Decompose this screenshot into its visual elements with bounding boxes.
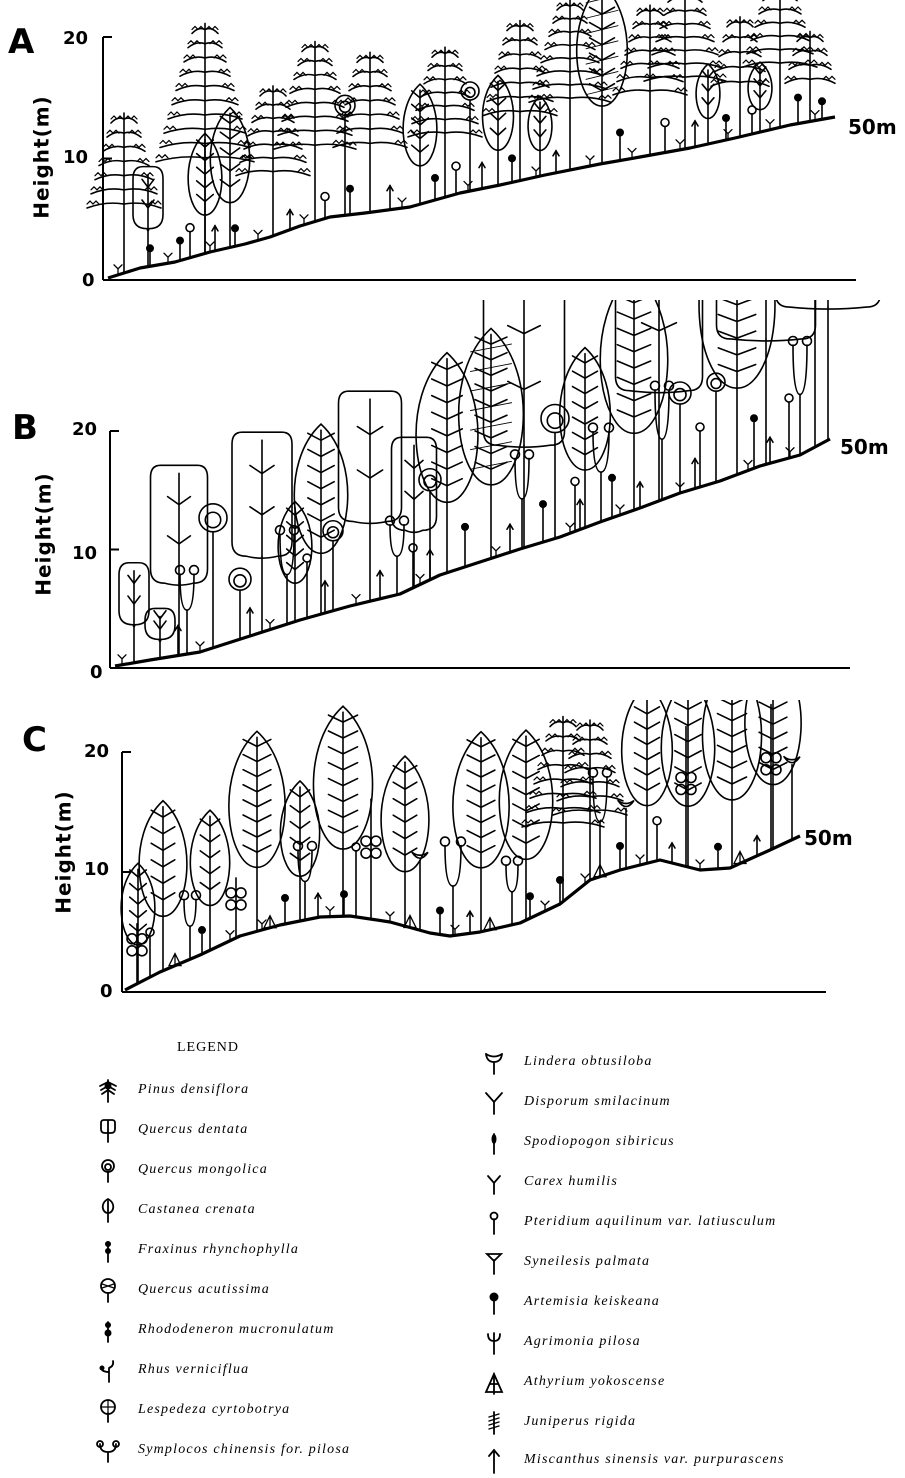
lindera-icon — [482, 1050, 506, 1076]
legend-species-name: Rhododeneron mucronulatum — [138, 1322, 335, 1338]
syneilesis-icon — [482, 1250, 506, 1276]
legend-item: Spodiopogon sibiricus — [482, 1130, 902, 1160]
legend-item: Quercus acutissima — [96, 1278, 516, 1308]
legend-item: Artemisia keiskeana — [482, 1290, 902, 1320]
legend-item: Lespedeza cyrtobotrya — [96, 1398, 516, 1428]
legend-species-name: Lespedeza cyrtobotrya — [138, 1402, 290, 1418]
vegetation-profile-c — [0, 700, 905, 1030]
legend-species-name: Pteridium aquilinum var. latiusculum — [524, 1214, 776, 1230]
legend-item: Agrimonia pilosa — [482, 1330, 902, 1360]
legend-species-name: Symplocos chinensis for. pilosa — [138, 1442, 350, 1458]
legend-item: Lindera obtusiloba — [482, 1050, 902, 1080]
symplocos-icon — [96, 1438, 120, 1464]
legend-species-name: Disporum smilacinum — [524, 1094, 671, 1110]
rhus-icon — [96, 1358, 120, 1384]
legend-species-name: Quercus mongolica — [138, 1162, 268, 1178]
legend-item: Syneilesis palmata — [482, 1250, 902, 1280]
legend-item: Symplocos chinensis for. pilosa — [96, 1438, 516, 1468]
legend-title: LEGEND — [177, 1040, 239, 1056]
legend-item: Miscanthus sinensis var. purpurascens — [482, 1448, 902, 1478]
legend-species-name: Quercus acutissima — [138, 1282, 270, 1298]
legend-item: Quercus dentata — [96, 1118, 516, 1148]
ash-icon — [96, 1238, 120, 1264]
legend-species-name: Fraxinus rhynchophylla — [138, 1242, 299, 1258]
juniper-icon — [482, 1410, 506, 1436]
legend-species-name: Rhus verniciflua — [138, 1362, 249, 1378]
legend-species-name: Spodiopogon sibiricus — [524, 1134, 675, 1150]
legend-item: Athyrium yokoscense — [482, 1370, 902, 1400]
oak-lobed-icon — [96, 1118, 120, 1144]
pteridium-icon — [482, 1210, 506, 1236]
legend-item: Quercus mongolica — [96, 1158, 516, 1188]
legend-species-name: Artemisia keiskeana — [524, 1294, 660, 1310]
carex-icon — [482, 1170, 506, 1196]
vegetation-profile-b — [0, 300, 905, 700]
legend-species-name: Carex humilis — [524, 1174, 618, 1190]
legend-item: Fraxinus rhynchophylla — [96, 1238, 516, 1268]
legend-item: Carex humilis — [482, 1170, 902, 1200]
agrimonia-icon — [482, 1330, 506, 1356]
profile-panel-a: A Height(m) 20 10 0 50m — [0, 0, 905, 300]
profile-panel-c: C Height(m) 20 10 0 50m — [0, 700, 905, 1030]
profile-panel-b: B Height(m) 20 10 0 50m — [0, 300, 905, 700]
legend: LEGEND Pinus densifloraQuercus dentataQu… — [0, 1030, 905, 1463]
legend-species-name: Castanea crenata — [138, 1202, 256, 1218]
legend-species-name: Miscanthus sinensis var. purpurascens — [524, 1452, 785, 1468]
legend-species-name: Pinus densiflora — [138, 1082, 249, 1098]
legend-item: Rhus verniciflua — [96, 1358, 516, 1388]
pine-icon — [96, 1078, 120, 1104]
legend-item: Pinus densiflora — [96, 1078, 516, 1108]
legend-species-name: Agrimonia pilosa — [524, 1334, 641, 1350]
lespedeza-icon — [96, 1398, 120, 1424]
vegetation-profile-a — [0, 0, 905, 300]
oak-round-icon — [96, 1158, 120, 1184]
oak-acute-icon — [96, 1278, 120, 1304]
legend-species-name: Lindera obtusiloba — [524, 1054, 653, 1070]
legend-item: Disporum smilacinum — [482, 1090, 902, 1120]
rhododendron-icon — [96, 1318, 120, 1344]
legend-species-name: Syneilesis palmata — [524, 1254, 650, 1270]
legend-item: Castanea crenata — [96, 1198, 516, 1228]
legend-species-name: Quercus dentata — [138, 1122, 248, 1138]
legend-item: Juniperus rigida — [482, 1410, 902, 1440]
spodiopogon-icon — [482, 1130, 506, 1156]
disporum-icon — [482, 1090, 506, 1116]
miscanthus-icon — [482, 1448, 506, 1474]
legend-species-name: Athyrium yokoscense — [524, 1374, 665, 1390]
legend-item: Rhododeneron mucronulatum — [96, 1318, 516, 1348]
artemisia-icon — [482, 1290, 506, 1316]
athyrium-icon — [482, 1370, 506, 1396]
chestnut-icon — [96, 1198, 120, 1224]
legend-item: Pteridium aquilinum var. latiusculum — [482, 1210, 902, 1240]
legend-species-name: Juniperus rigida — [524, 1414, 636, 1430]
